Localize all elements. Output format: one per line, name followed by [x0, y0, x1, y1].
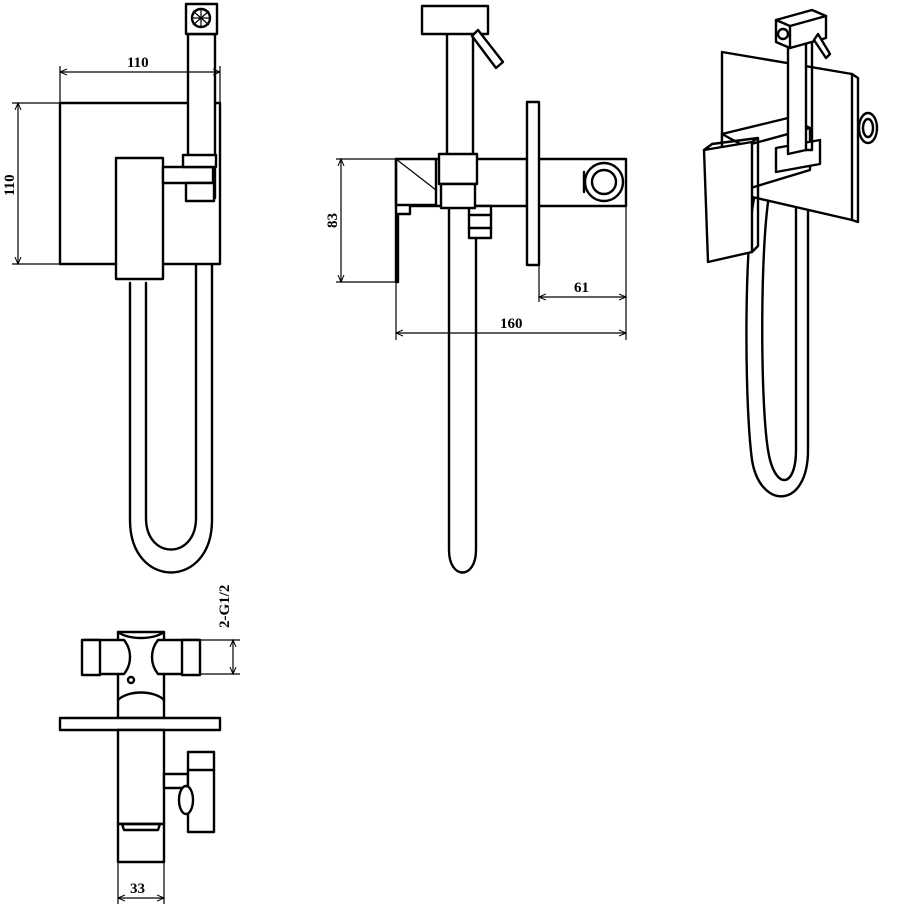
- front-dim-width: 110: [60, 55, 220, 103]
- side-view: [394, 4, 628, 574]
- side-depth-label: 61: [574, 280, 589, 296]
- side-height-label: 83: [325, 213, 341, 228]
- side-wand: [445, 28, 475, 162]
- side-dim-total: 160: [396, 282, 626, 340]
- plan-dim-width: 33: [118, 862, 164, 904]
- plan-view: [58, 630, 222, 864]
- side-total-label: 160: [500, 316, 523, 332]
- side-hose: [447, 206, 478, 574]
- side-dim-height: 83: [325, 159, 396, 282]
- plan-plate: [58, 716, 222, 732]
- perspective-hose: [745, 178, 810, 498]
- front-dim-height: 110: [2, 103, 60, 264]
- front-height-label: 110: [2, 174, 18, 196]
- side-dim-depth: 61: [539, 206, 626, 340]
- front-view: [58, 2, 222, 574]
- thread-label: 2-G1/2: [217, 585, 233, 628]
- perspective-view: [702, 8, 879, 498]
- plan-dim-thread: 2-G1/2: [200, 585, 240, 674]
- side-wall-plate: [525, 100, 541, 267]
- front-width-label: 110: [127, 55, 149, 71]
- perspective-wand: [786, 34, 808, 156]
- front-mixer-body: [114, 156, 165, 281]
- front-hose: [128, 198, 214, 574]
- valve-width-label: 33: [130, 881, 145, 897]
